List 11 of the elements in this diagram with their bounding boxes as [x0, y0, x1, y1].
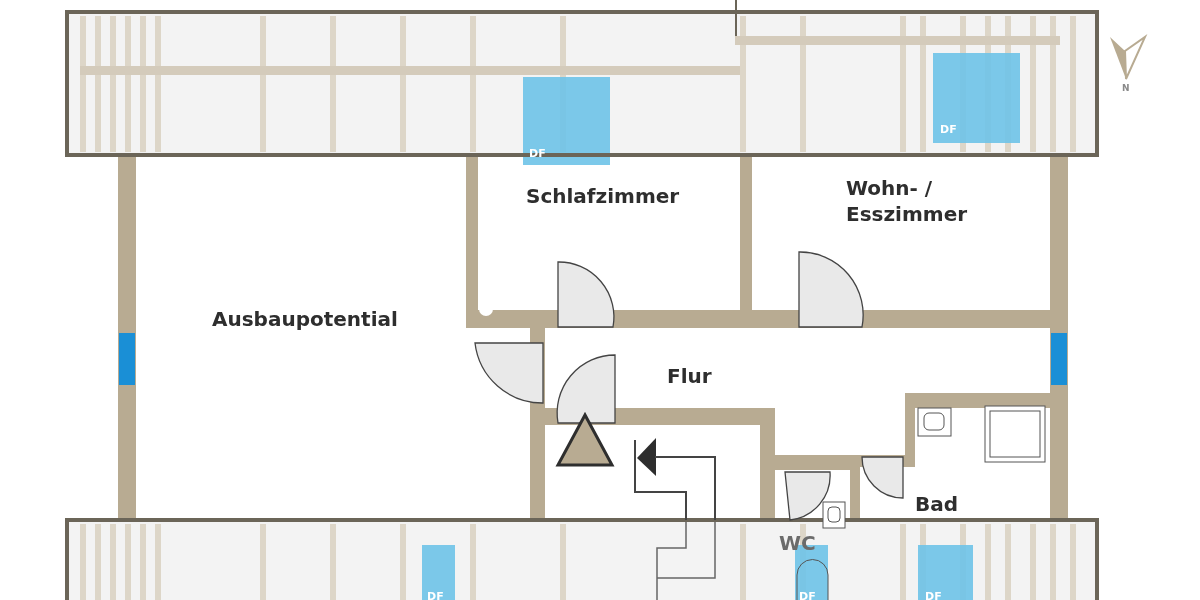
room-label: Schlafzimmer	[526, 183, 680, 209]
north-label: N	[1122, 83, 1130, 94]
room-label: Ausbaupotential	[212, 306, 398, 332]
skylight-label: DF	[940, 123, 957, 136]
skylight-label: DF	[427, 590, 444, 600]
room-label: WC	[779, 530, 816, 556]
room-label: Flur	[667, 363, 712, 389]
room-label: Wohn- / Esszimmer	[846, 175, 969, 227]
skylight-label: DF	[925, 590, 942, 600]
room-label: Bad	[915, 491, 959, 517]
skylight-label: DF	[799, 590, 816, 600]
